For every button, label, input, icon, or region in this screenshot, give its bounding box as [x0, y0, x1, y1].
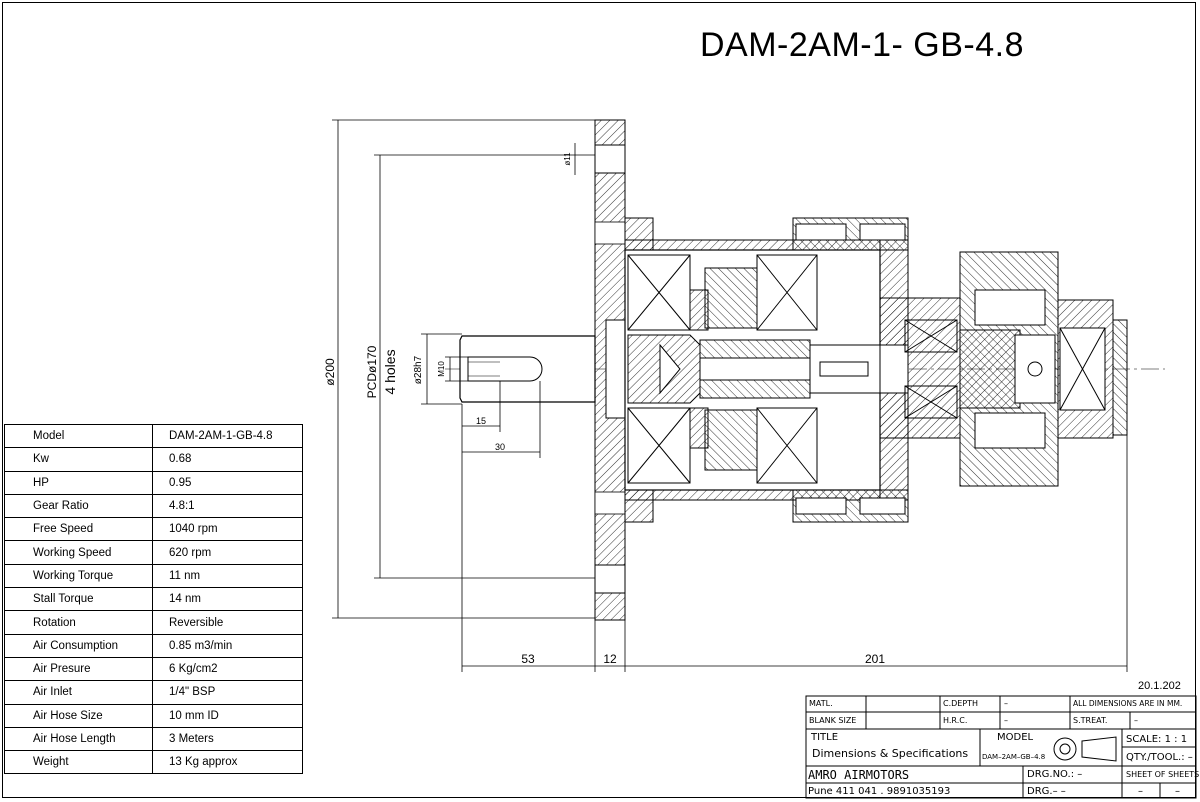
tb-matl: MATL. — [809, 699, 833, 708]
spec-value: 14 nm — [152, 587, 303, 612]
spec-value: 10 mm ID — [152, 703, 303, 728]
tb-company: AMRO AIRMOTORS — [808, 768, 910, 782]
tb-hrc: H.R.C. — [943, 716, 968, 725]
spec-value: 11 nm — [152, 563, 303, 589]
spec-value: DAM-2AM-1-GB-4.8 — [152, 423, 303, 449]
dim-thread: M10 — [437, 361, 446, 377]
tb-sheet-of-sheets: SHEET OF SHEETS — [1126, 770, 1200, 779]
dim-overall-diameter: ø200 — [323, 358, 337, 386]
dim-hole-diameter: ø11 — [563, 152, 572, 166]
tb-dash-3: – — [1134, 716, 1138, 725]
dimension-lines — [332, 119, 1128, 672]
tb-drg-no: DRG.NO.: – — [1027, 769, 1083, 780]
spec-label: Weight — [4, 750, 153, 775]
dim-201: 201 — [865, 652, 885, 666]
spec-label: Air Hose Size — [4, 703, 153, 728]
dim-pcd: PCDø170 — [365, 345, 379, 398]
tb-blank-size: BLANK SIZE — [809, 716, 857, 725]
spec-value: 4.8:1 — [152, 493, 303, 519]
tb-dash-4: – — [1138, 786, 1143, 797]
spec-label: Air Consumption — [4, 633, 153, 658]
spec-label: Rotation — [4, 610, 153, 635]
tb-title-label: TITLE — [811, 732, 839, 743]
motor-housing — [959, 251, 1128, 487]
spec-label: Working Torque — [4, 563, 153, 589]
planet-gears — [689, 267, 758, 471]
spec-value: 1040 rpm — [152, 517, 303, 542]
tb-s-treat: S.TREAT. — [1073, 716, 1108, 725]
spec-value: 13 Kg approx — [152, 750, 303, 775]
tb-scale: SCALE: 1 : 1 — [1126, 734, 1188, 745]
dim-30: 30 — [495, 442, 505, 452]
spec-label: Working Speed — [4, 540, 153, 565]
spec-value: 1/4" BSP — [152, 680, 303, 705]
tb-drg: DRG.– – — [1027, 786, 1066, 797]
shaft-end — [459, 335, 596, 403]
tb-dash-5: – — [1175, 786, 1180, 797]
tb-model-label: MODEL — [997, 732, 1034, 743]
inner-bearings — [904, 319, 958, 419]
dim-15: 15 — [476, 416, 486, 426]
spec-value: Reversible — [152, 610, 303, 635]
drawing-title: DAM-2AM-1- GB-4.8 — [700, 26, 1024, 64]
tb-dash-2: – — [1004, 716, 1008, 725]
spec-label: Air Hose Length — [4, 726, 153, 752]
spec-value: 0.95 — [152, 470, 303, 495]
spec-value: 6 Kg/cm2 — [152, 656, 303, 682]
spec-label: Kw — [4, 447, 153, 472]
spec-label: Air Inlet — [4, 680, 153, 705]
title-block — [805, 695, 1197, 799]
dim-12: 12 — [603, 652, 617, 666]
drawing-date: 20.1.202 — [1138, 680, 1181, 692]
spec-label: Air Presure — [4, 656, 153, 682]
spec-value: 0.68 — [152, 447, 303, 472]
spec-label: HP — [4, 470, 153, 495]
tb-title-value: Dimensions & Specifications — [812, 747, 969, 760]
spec-value: 620 rpm — [152, 540, 303, 565]
spec-label: Gear Ratio — [4, 493, 153, 519]
dim-shaft-diameter: ø28h7 — [413, 355, 424, 384]
spec-value: 0.85 m3/min — [152, 633, 303, 658]
tb-dash-1: – — [1004, 699, 1008, 708]
tb-qty-tool: QTY./TOOL.: – — [1126, 752, 1193, 763]
spec-label: Stall Torque — [4, 587, 153, 612]
tb-all-dims: ALL DIMENSIONS ARE IN MM. — [1073, 699, 1183, 708]
spec-label: Model — [4, 423, 153, 449]
spec-label: Free Speed — [4, 517, 153, 542]
tb-model-value: DAM–2AM–GB–4.8 — [982, 753, 1046, 761]
tb-address: Pune 411 041 . 9891035193 — [808, 786, 951, 797]
dim-53: 53 — [521, 652, 535, 666]
spec-value: 3 Meters — [152, 726, 303, 752]
dim-holes: 4 holes — [382, 349, 398, 394]
mounting-flange — [594, 119, 627, 621]
tb-c-depth: C.DEPTH — [943, 699, 979, 708]
